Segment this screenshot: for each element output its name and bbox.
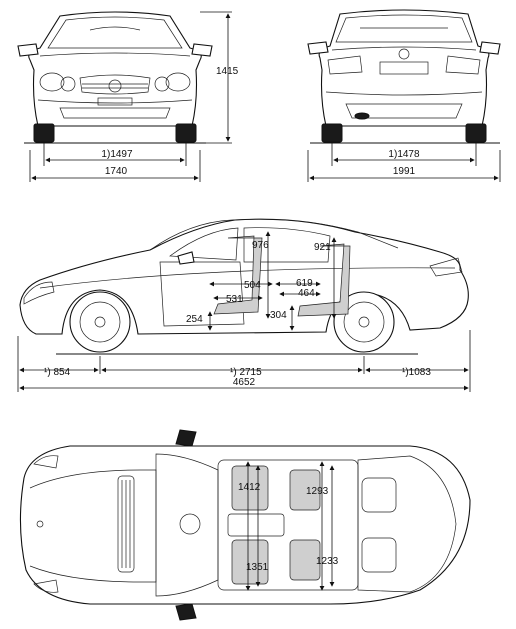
front-legroom-label: 504	[244, 280, 261, 291]
rear-elbow-width-label: 1233	[316, 556, 339, 567]
front-overhang-label: ¹) 854	[44, 367, 71, 378]
wheelbase-label: ¹) 2715	[230, 367, 262, 378]
front-elbow-width-label: 1351	[246, 562, 269, 573]
front-seat-height-label: 254	[186, 314, 203, 325]
front-shoulder-width-label: 1412	[238, 482, 261, 493]
rear-headroom-label: 921	[314, 242, 331, 253]
overall-length-label: 4652	[233, 377, 256, 388]
rear-track-label: 1)1478	[388, 149, 420, 160]
rear-width-label: 1991	[393, 166, 416, 177]
front-height-label: 1415	[216, 66, 239, 77]
rear-legroom-label: 619	[296, 278, 313, 289]
top-view: 1412 1351 1293 1233	[19, 429, 471, 621]
rear-shoulder-width-label: 1293	[306, 486, 329, 497]
front-track-label: 1)1497	[101, 149, 133, 160]
side-view: 976 921 504 531 619 464 254 304 ¹) 854 ¹…	[17, 218, 471, 392]
rear-overhang-label: ¹)1083	[402, 367, 431, 378]
front-seat-depth-label: 531	[226, 294, 243, 305]
front-view: 1415 1)1497 1740	[17, 11, 239, 182]
rear-seat-depth-label: 464	[298, 288, 315, 299]
front-width-label: 1740	[105, 166, 128, 177]
front-headroom-label: 976	[252, 240, 269, 251]
rear-view: 1)1478 1991	[307, 9, 501, 182]
rear-seat-height-label: 304	[270, 310, 287, 321]
